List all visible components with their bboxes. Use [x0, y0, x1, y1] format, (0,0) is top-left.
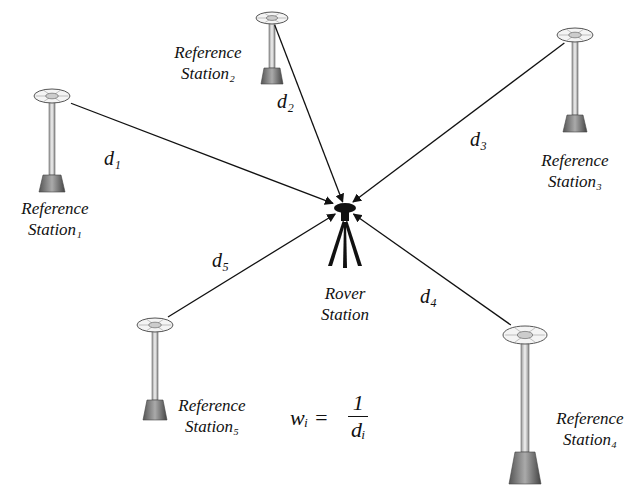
denominator: dᵢ — [348, 416, 368, 443]
reference-station: Reference Station₅ — [136, 317, 174, 333]
reference-station: Reference Station₃ — [556, 27, 594, 43]
tripod-head — [333, 202, 357, 214]
distance-label: d₄ — [420, 285, 437, 307]
distance-label: d₅ — [212, 249, 229, 271]
distance-label: d₃ — [470, 128, 487, 150]
rover-station: Rover Station — [333, 202, 357, 214]
reference-station: Reference Station₂ — [255, 11, 289, 25]
distance-label: d₁ — [104, 147, 121, 169]
antenna-disc — [502, 325, 548, 345]
fraction: 1dᵢ — [348, 390, 368, 443]
station-label: Reference Station₃ — [525, 150, 625, 192]
distance-arrow — [354, 214, 511, 325]
distance-arrow — [353, 43, 564, 202]
reference-station: Reference Station₄ — [502, 325, 548, 345]
station-label: Rover Station — [309, 283, 381, 325]
station-label: Reference Station₅ — [162, 395, 262, 437]
station-label: Reference Station₄ — [540, 408, 636, 450]
antenna-disc — [556, 27, 594, 43]
antenna-disc — [33, 88, 71, 104]
antenna-disc — [136, 317, 174, 333]
reference-station: Reference Station₁ — [33, 88, 71, 104]
distance-arrow — [168, 214, 335, 317]
distance-arrow — [71, 103, 333, 203]
numerator: 1 — [348, 390, 368, 416]
antenna-disc — [255, 11, 289, 25]
distance-label: d₂ — [277, 90, 294, 112]
station-label: Reference Station₁ — [5, 198, 105, 240]
distance-arrow — [275, 25, 343, 202]
weight-formula: wᵢ = — [290, 405, 329, 431]
station-label: Reference Station₂ — [158, 42, 258, 84]
